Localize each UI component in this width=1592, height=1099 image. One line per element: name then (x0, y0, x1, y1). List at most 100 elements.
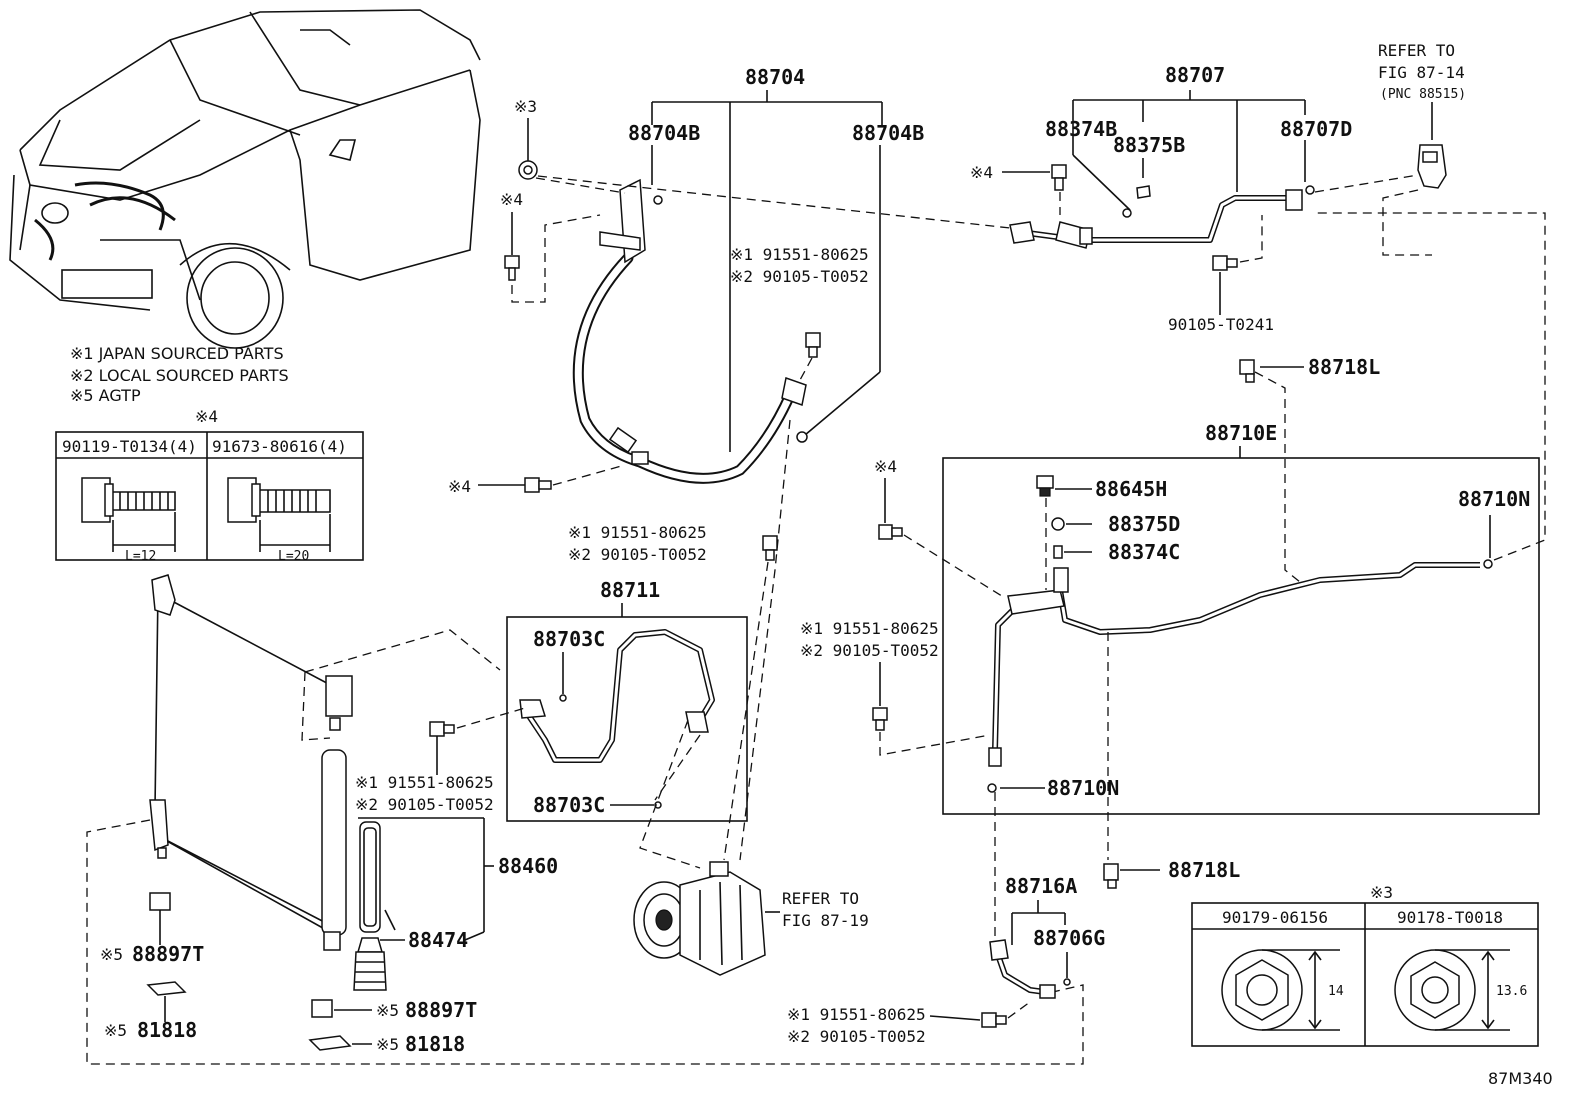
flange-nut-14-icon (1221, 949, 1340, 1031)
label-88704b-right: 88704B (852, 121, 924, 145)
compressor-icon (633, 861, 766, 976)
label-88474: 88474 (408, 928, 468, 952)
label-88460: 88460 (498, 854, 558, 878)
bolt-12-icon (81, 477, 176, 552)
mark-5-88897t-right: ※5 (376, 1001, 399, 1020)
label-88710n-lower: 88710N (1047, 776, 1119, 800)
mark-5-88897t-left: ※5 (100, 945, 123, 964)
clamp-icon (1103, 863, 1119, 889)
bolt-callout-japan-e: ※1 91551-80625 (787, 1005, 926, 1024)
bolt-20-icon (227, 477, 331, 552)
label-88645h: 88645H (1095, 477, 1167, 501)
note-local-sourced: ※2 LOCAL SOURCED PARTS (70, 366, 289, 385)
o-ring-88375d-icon (1051, 517, 1065, 531)
nut-table (1191, 902, 1539, 1047)
label-88711: 88711 (600, 578, 660, 602)
note-japan-sourced: ※1 JAPAN SOURCED PARTS (70, 344, 284, 363)
tube-88707 (1009, 185, 1315, 249)
o-ring-88374c-icon (1053, 545, 1063, 559)
bolt-callout-local-b: ※2 90105-T0052 (800, 641, 939, 660)
bolt2-length: L=20 (278, 549, 309, 564)
label-88716a: 88716A (1005, 874, 1077, 898)
ref-fig-87-19: FIG 87-19 (782, 911, 869, 930)
bolt-callout-local-c: ※2 90105-T0052 (568, 545, 707, 564)
label-88707: 88707 (1165, 63, 1225, 87)
label-88710n-right: 88710N (1458, 487, 1530, 511)
bolt-icon (429, 721, 455, 737)
label-88897t-right: 88897T (405, 998, 477, 1022)
label-90105-t0241: 90105-T0241 (1168, 315, 1274, 334)
bolt-table (55, 431, 364, 561)
clamp-icon (1239, 359, 1255, 383)
figure-id: 87M340 (1488, 1069, 1553, 1088)
bolt-icon (878, 524, 903, 540)
tube-88710e-box (942, 457, 1540, 815)
bolt-callout-local-a: ※2 90105-T0052 (730, 267, 869, 286)
label-88710e: 88710E (1205, 421, 1277, 445)
bolt2-part-number: 91673-80616(4) (212, 437, 347, 456)
condenser-icon (149, 574, 387, 991)
bolt-icon (504, 255, 520, 281)
tube-88710e (988, 559, 1493, 767)
refer-to-label-a: REFER TO (1378, 41, 1455, 60)
tube-88711 (519, 629, 715, 809)
label-88703c-top: 88703C (533, 627, 605, 651)
bolt-callout-japan-c: ※1 91551-80625 (568, 523, 707, 542)
ref-fig-87-14: FIG 87-14 (1378, 63, 1465, 82)
mark-4-bolt-b: ※4 (448, 477, 471, 496)
pad-88897t-icon (149, 892, 333, 1018)
mark-5-81818-left: ※5 (104, 1021, 127, 1040)
nut-icon (518, 118, 538, 180)
label-88374b: 88374B (1045, 117, 1117, 141)
bolt-callout-japan-a: ※1 91551-80625 (730, 245, 869, 264)
bolt-callout-local-e: ※2 90105-T0052 (787, 1027, 926, 1046)
hose-88704 (572, 178, 808, 484)
bolt1-length: L=12 (125, 549, 156, 564)
nut2-size: 13.6 (1496, 984, 1527, 999)
hose-88704-callout (651, 90, 883, 452)
bolt1-part-number: 90119-T0134(4) (62, 437, 197, 456)
bolt-icon (805, 332, 821, 358)
refer-to-label-b: REFER TO (782, 889, 859, 908)
tube-88716a (989, 939, 1056, 999)
label-88704: 88704 (745, 65, 805, 89)
label-81818-right: 81818 (405, 1032, 465, 1056)
ref-pnc-88515: (PNC 88515) (1380, 87, 1466, 102)
nut2-part-number: 90178-T0018 (1397, 908, 1503, 927)
label-88375d: 88375D (1108, 512, 1180, 536)
mark-3-nut: ※3 (514, 97, 537, 116)
nut-table-mark: ※3 (1370, 883, 1393, 902)
mark-4-bolt-c: ※4 (970, 163, 993, 182)
label-88707d: 88707D (1280, 117, 1352, 141)
nut1-size: 14 (1328, 984, 1344, 999)
nut1-part-number: 90179-06156 (1222, 908, 1328, 927)
label-88703c-bottom: 88703C (533, 793, 605, 817)
label-88718l-top: 88718L (1308, 355, 1380, 379)
pressure-switch-88645h-icon (1036, 475, 1054, 497)
pressure-switch-icon (1417, 144, 1447, 189)
tube-88707-callout (1072, 90, 1306, 211)
bolt-callout-japan-d: ※1 91551-80625 (355, 773, 494, 792)
label-88374c: 88374C (1108, 540, 1180, 564)
bolt-icon (1051, 164, 1067, 191)
bolt-icon (981, 1012, 1007, 1028)
label-88704b-left: 88704B (628, 121, 700, 145)
flange-nut-13-6-icon (1394, 949, 1510, 1031)
bolt-icon (872, 707, 888, 731)
label-88375b: 88375B (1113, 133, 1185, 157)
label-81818-left: 81818 (137, 1018, 197, 1042)
bolt-table-mark: ※4 (195, 407, 218, 426)
vehicle-illustration (9, 9, 481, 349)
bolt-callout-local-d: ※2 90105-T0052 (355, 795, 494, 814)
bolt-callout-japan-b: ※1 91551-80625 (800, 619, 939, 638)
label-88706g: 88706G (1033, 926, 1105, 950)
bolt-icon (762, 535, 778, 561)
note-agtp: ※5 AGTP (70, 386, 141, 405)
tube-88711-box (506, 616, 748, 822)
bolt-icon (524, 477, 552, 493)
mark-4-bolt-a: ※4 (500, 190, 523, 209)
tape-81818-icon (146, 981, 352, 1051)
bolt-icon (1212, 255, 1238, 271)
label-88897t-left: 88897T (132, 942, 204, 966)
